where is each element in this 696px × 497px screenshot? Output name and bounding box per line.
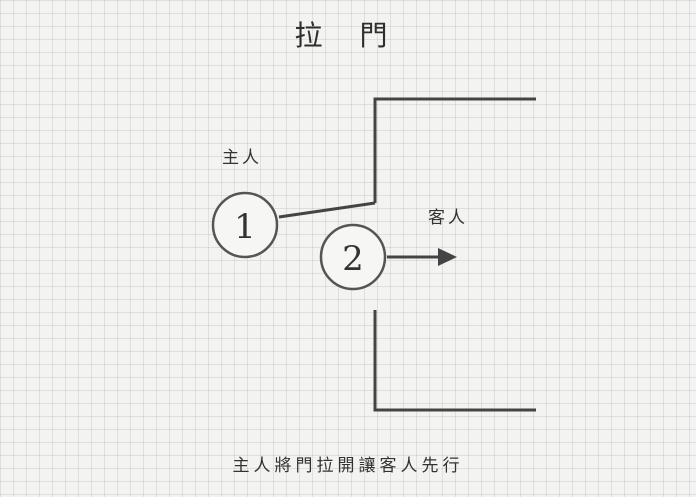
door-frame-top bbox=[373, 97, 536, 203]
host-circle bbox=[211, 191, 279, 259]
arrow-head bbox=[438, 248, 457, 266]
door-frame-bottom bbox=[373, 310, 536, 412]
diagram-title: 拉 門 bbox=[294, 19, 402, 52]
guest-label: 客人 bbox=[428, 208, 468, 228]
host-number: 1 bbox=[234, 207, 256, 247]
diagram-caption: 主人將門拉開讓客人先行 bbox=[232, 456, 464, 476]
host-label: 主人 bbox=[222, 148, 262, 168]
door-leaf bbox=[278, 201, 376, 219]
guest-circle bbox=[319, 223, 387, 291]
guest-number: 2 bbox=[342, 239, 364, 279]
